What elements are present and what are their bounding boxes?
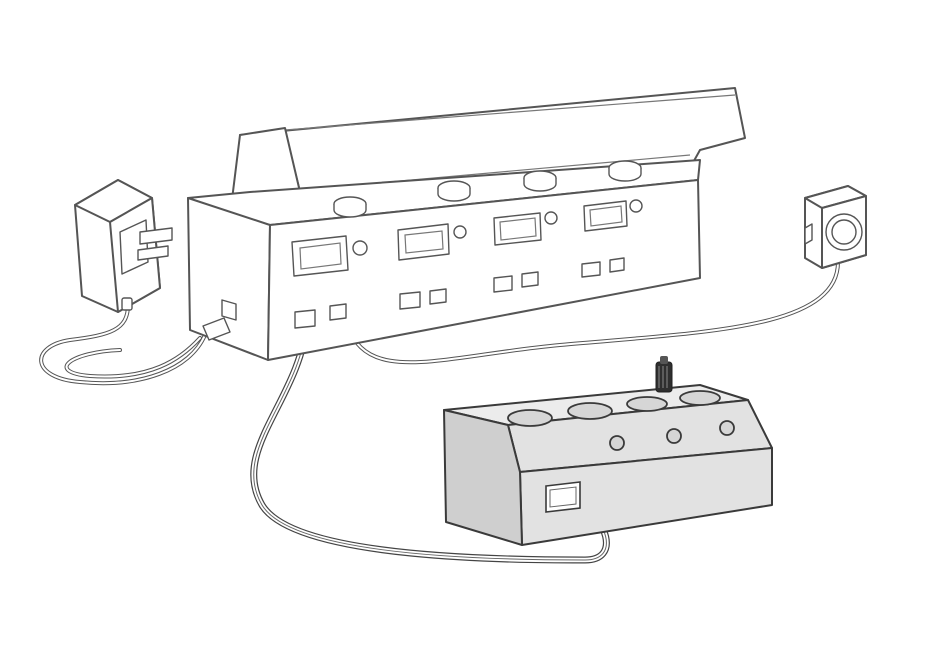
control-box-icon: [443, 356, 773, 546]
ribbon-cable: [250, 318, 610, 564]
remote-button-cable: [343, 260, 840, 365]
main-unit-icon: [187, 87, 746, 361]
power-cord: [39, 303, 207, 386]
push-button-icon: [804, 185, 867, 269]
power-adapter-icon: [74, 179, 173, 313]
